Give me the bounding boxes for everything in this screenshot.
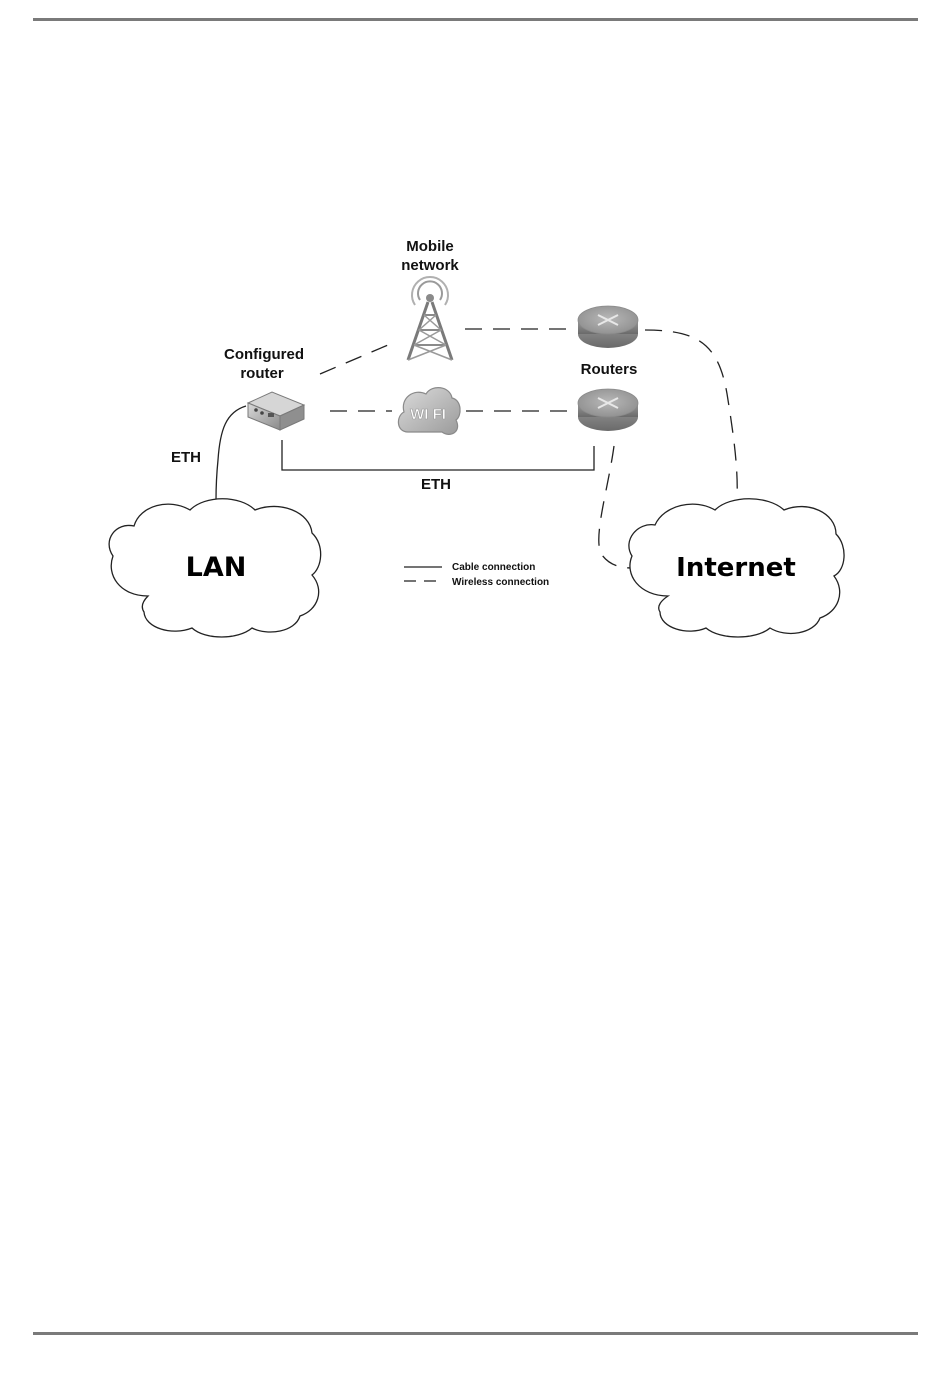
lan-label: LAN — [186, 552, 247, 583]
wireless-link-router-to-mobile — [320, 342, 395, 374]
wifi-cloud-icon: WI FI — [398, 388, 460, 435]
eth-label-bottom: ETH — [421, 476, 451, 493]
legend-cable-label: Cable connection — [452, 562, 535, 573]
mobile-network-label-line1: Mobile — [406, 238, 454, 255]
configured-router-label-line1: Configured — [224, 346, 304, 363]
eth-label-left: ETH — [171, 449, 201, 466]
routers-label: Routers — [581, 361, 638, 378]
wireless-link-router-top-to-internet — [645, 330, 737, 502]
legend-wireless-label: Wireless connection — [452, 577, 549, 588]
router-disc-icon — [578, 306, 638, 348]
wireless-link-router-bottom-to-internet — [599, 446, 632, 568]
mobile-network-label-line2: network — [401, 257, 459, 274]
cell-tower-icon — [408, 277, 452, 360]
router-device-icon — [248, 392, 304, 430]
router-disc-icon — [578, 389, 638, 431]
legend: Cable connection Wireless connection — [404, 562, 549, 588]
cable-link-router-to-lan — [216, 406, 246, 500]
configured-router-label-line2: router — [240, 365, 284, 382]
wifi-badge-text: WI FI — [410, 406, 446, 423]
internet-label: Internet — [676, 553, 796, 583]
cable-link-router-to-router-bottom — [282, 440, 594, 470]
